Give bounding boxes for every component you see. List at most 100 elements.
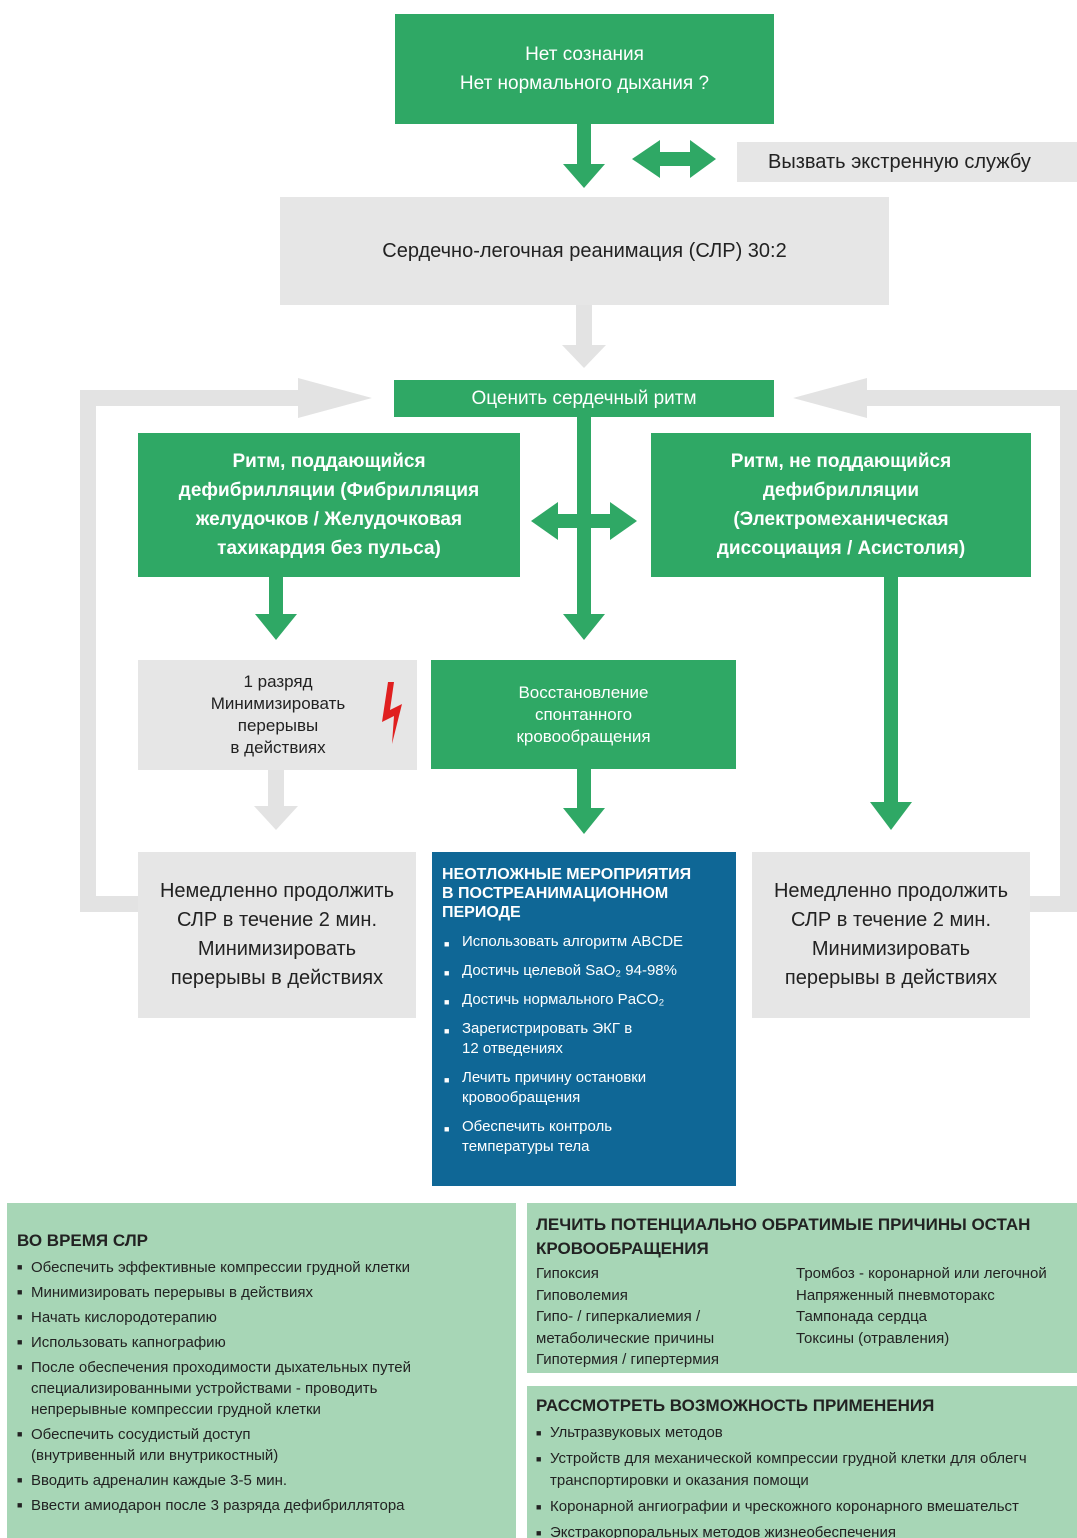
during-cpr-panel: ВО ВРЕМЯ СЛР Обеспечить эффективные комп…: [7, 1203, 516, 1538]
cause-item: Тампонада сердца: [796, 1308, 928, 1325]
post-item-text: кровообращения: [462, 1089, 581, 1106]
post-title-line-3: ПЕРИОДЕ: [442, 904, 521, 921]
post-item-text: Зарегистрировать ЭКГ в: [462, 1020, 633, 1037]
post-title-line-1: НЕОТЛОЖНЫЕ МЕРОПРИЯТИЯ: [442, 866, 692, 883]
non-shockable-line-2: дефибрилляции: [762, 480, 920, 501]
consider-item-text: Ультразвуковых методов: [550, 1424, 723, 1441]
during-cpr-item: После обеспечения проходимости дыхательн…: [17, 1357, 506, 1420]
during-cpr-item-text: Обеспечить эффективные компрессии грудно…: [31, 1259, 410, 1276]
cause-item: Гипоксия: [536, 1265, 599, 1282]
call-emergency-label: Вызвать экстренную службу: [768, 150, 1031, 173]
shock-line-2: Минимизировать: [210, 694, 346, 713]
rosc-line-3: кровообращения: [516, 726, 651, 746]
post-item: Лечить причину остановки кровообращения: [442, 1068, 728, 1108]
post-item-text: температуры тела: [462, 1138, 590, 1155]
during-cpr-item: Использовать капнографию: [17, 1332, 506, 1353]
post-item-text: 12 отведениях: [462, 1040, 563, 1057]
consider-item-text: Экстракорпоральных методов жизнеобеспече…: [550, 1524, 896, 1538]
consider-item-text: Устройств для механической компрессии гр…: [550, 1450, 1027, 1467]
cause-item: Токсины (отравления): [796, 1329, 950, 1347]
shockable-line-2: дефибрилляции (Фибрилляция: [178, 480, 480, 501]
non-shockable-line-4: диссоциация / Асистолия): [716, 538, 966, 559]
during-cpr-item-text: Ввести амиодарон после 3 разряда дефибри…: [31, 1497, 405, 1514]
during-cpr-item-text: (внутривенный или внутрикостный): [31, 1447, 279, 1464]
cause-item: Гипо- / гиперкалиемия /: [536, 1308, 701, 1325]
consider-item: Устройств для механической компрессии гр…: [536, 1448, 1077, 1492]
lightning-bolt-icon: [382, 682, 402, 744]
cause-item: Тромбоз - коронарной или легочной: [796, 1265, 1047, 1282]
post-item-text: Лечить причину остановки: [462, 1069, 647, 1086]
during-cpr-item: Обеспечить эффективные компрессии грудно…: [17, 1257, 506, 1278]
post-item-text: Достичь нормального PaCO₂: [462, 991, 665, 1008]
assess-rhythm-label: Оценить сердечный ритм: [471, 387, 697, 409]
consider-panel: РАССМОТРЕТЬ ВОЗМОЖНОСТЬ ПРИМЕНЕНИЯ Ультр…: [527, 1386, 1077, 1538]
post-item-text: Использовать алгоритм ABCDE: [462, 933, 684, 950]
post-item: Использовать алгоритм ABCDE: [442, 932, 728, 954]
shockable-line-3: желудочков / Желудочковая: [195, 509, 463, 530]
shock-line-4: в действиях: [230, 738, 326, 757]
cause-item: Гипотермия / гипертермия: [536, 1351, 720, 1368]
reversible-causes-panel: ЛЕЧИТЬ ПОТЕНЦИАЛЬНО ОБРАТИМЫЕ ПРИЧИНЫ ОС…: [527, 1203, 1077, 1373]
shockable-line-1: Ритм, поддающийся: [232, 451, 426, 472]
one-shock-box: 1 разряд Минимизировать перерывы в дейст…: [138, 660, 417, 770]
continue-left-line-3: Минимизировать: [197, 938, 357, 960]
post-item-text: Достичь целевой SaO₂ 94-98%: [462, 962, 677, 979]
during-cpr-item-text: Начать кислородотерапию: [31, 1309, 217, 1326]
post-item: Зарегистрировать ЭКГ в 12 отведениях: [442, 1019, 728, 1059]
continue-cpr-right-box: Немедленно продолжить СЛР в течение 2 ми…: [752, 852, 1030, 1018]
cause-item: метаболические причины: [536, 1329, 715, 1347]
shockable-rhythm-box: Ритм, поддающийся дефибрилляции (Фибрилл…: [138, 433, 520, 577]
continue-left-line-4: перерывы в действиях: [170, 967, 384, 989]
during-cpr-item-text: Минимизировать перерывы в действиях: [31, 1284, 313, 1301]
post-title-line-2: В ПОСТРЕАНИМАЦИОННОМ: [442, 885, 669, 902]
continue-right-line-4: перерывы в действиях: [784, 967, 998, 989]
during-cpr-item: Ввести амиодарон после 3 разряда дефибри…: [17, 1495, 506, 1516]
consider-item-text: транспортировки и оказания помощи: [550, 1472, 809, 1489]
shockable-line-4: тахикардия без пульса): [217, 538, 441, 559]
reversible-col-2: Тромбоз - коронарной или легочной Напряж…: [796, 1263, 1047, 1371]
start-line-1: Нет сознания: [525, 44, 644, 65]
cause-item: Гиповолемия: [536, 1286, 628, 1304]
rosc-line-1: Восстановление: [518, 682, 649, 702]
no-consciousness-box: Нет сознания Нет нормального дыхания ?: [395, 14, 774, 124]
during-cpr-item-text: специализированными устройствами - прово…: [31, 1380, 378, 1397]
during-cpr-item-text: Использовать капнографию: [31, 1334, 226, 1351]
consider-item-text: Коронарной ангиографии и чрескожного кор…: [550, 1498, 1019, 1515]
assess-rhythm-box: Оценить сердечный ритм: [394, 380, 774, 417]
during-cpr-item-text: После обеспечения проходимости дыхательн…: [31, 1359, 412, 1376]
continue-left-line-1: Немедленно продолжить: [159, 880, 395, 902]
continue-right-line-1: Немедленно продолжить: [773, 880, 1009, 902]
shock-line-3: перерывы: [237, 716, 319, 735]
continue-cpr-left-box: Немедленно продолжить СЛР в течение 2 ми…: [138, 852, 416, 1018]
post-item: Достичь целевой SaO₂ 94-98%: [442, 961, 728, 983]
non-shockable-line-1: Ритм, не поддающийся: [730, 451, 952, 472]
cpr-label: Сердечно-легочная реанимация (СЛР) 30:2: [382, 239, 787, 262]
reversible-title-line-1: ЛЕЧИТЬ ПОТЕНЦИАЛЬНО ОБРАТИМЫЕ ПРИЧИНЫ ОС…: [536, 1215, 1031, 1234]
during-cpr-item: Начать кислородотерапию: [17, 1307, 506, 1328]
during-cpr-item: Вводить адреналин каждые 3-5 мин.: [17, 1470, 506, 1491]
post-item: Достичь нормального PaCO₂: [442, 990, 728, 1012]
call-emergency-box: Вызвать экстренную службу: [737, 142, 1077, 182]
consider-title: РАССМОТРЕТЬ ВОЗМОЖНОСТЬ ПРИМЕНЕНИЯ: [536, 1396, 935, 1415]
non-shockable-line-3: (Электромеханическая: [733, 509, 949, 530]
during-cpr-item: Минимизировать перерывы в действиях: [17, 1282, 506, 1303]
continue-left-line-2: СЛР в течение 2 мин.: [176, 909, 378, 931]
non-shockable-rhythm-box: Ритм, не поддающийся дефибрилляции (Элек…: [651, 433, 1031, 577]
rosc-line-2: спонтанного: [534, 704, 633, 724]
continue-right-line-3: Минимизировать: [811, 938, 971, 960]
during-cpr-title: ВО ВРЕМЯ СЛР: [17, 1231, 148, 1250]
consider-item: Экстракорпоральных методов жизнеобеспече…: [536, 1522, 1077, 1538]
reversible-col-1: Гипоксия Гиповолемия Гипо- / гиперкалием…: [536, 1263, 796, 1371]
post-item-text: Обеспечить контроль: [462, 1118, 613, 1135]
during-cpr-item-text: Обеспечить сосудистый доступ: [31, 1426, 251, 1443]
cause-item: Напряженный пневмоторакс: [796, 1286, 995, 1304]
rosc-box: Восстановление спонтанного кровообращени…: [431, 660, 736, 769]
during-cpr-item-text: непрерывные компрессии грудной клетки: [31, 1401, 321, 1418]
cpr-box: Сердечно-легочная реанимация (СЛР) 30:2: [280, 197, 889, 305]
post-item: Обеспечить контроль температуры тела: [442, 1117, 728, 1157]
during-cpr-item: Обеспечить сосудистый доступ (внутривенн…: [17, 1424, 506, 1466]
shock-line-1: 1 разряд: [243, 672, 313, 691]
post-resuscitation-box: НЕОТЛОЖНЫЕ МЕРОПРИЯТИЯ В ПОСТРЕАНИМАЦИОН…: [432, 852, 736, 1186]
start-line-2: Нет нормального дыхания ?: [459, 73, 710, 94]
